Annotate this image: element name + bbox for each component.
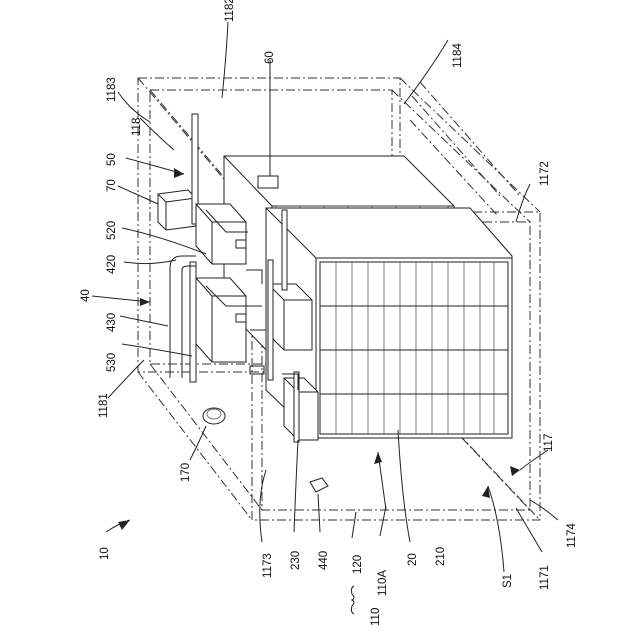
- label-118: 118: [131, 118, 143, 136]
- label-1182: 1182: [224, 0, 236, 22]
- fan-unit: [203, 408, 225, 424]
- label-1173: 1173: [262, 553, 274, 578]
- label-1183: 1183: [106, 77, 118, 102]
- label-70: 70: [106, 179, 118, 192]
- label-230: 230: [290, 551, 302, 570]
- label-1184: 1184: [452, 43, 464, 68]
- label-S1: S1: [502, 574, 514, 588]
- label-1181: 1181: [98, 393, 110, 418]
- label-1171: 1171: [539, 565, 551, 590]
- label-420: 420: [106, 255, 118, 274]
- label-60: 60: [264, 51, 276, 64]
- label-440: 440: [318, 551, 330, 570]
- label-430: 430: [106, 313, 118, 332]
- label-110: 110: [370, 608, 382, 626]
- label-brace: [351, 586, 354, 614]
- label-20: 20: [407, 553, 419, 566]
- label-520: 520: [106, 221, 118, 240]
- label-40: 40: [80, 289, 92, 302]
- label-120: 120: [352, 555, 364, 574]
- label-170: 170: [180, 463, 192, 482]
- label-210: 210: [435, 547, 447, 566]
- label-1172: 1172: [539, 161, 551, 186]
- label-110A: 110A: [377, 570, 389, 596]
- controller-box: [258, 176, 278, 188]
- label-117: 117: [543, 434, 555, 452]
- label-530: 530: [106, 353, 118, 372]
- label-1174: 1174: [566, 523, 578, 548]
- label-10: 10: [99, 547, 111, 560]
- label-50: 50: [106, 153, 118, 166]
